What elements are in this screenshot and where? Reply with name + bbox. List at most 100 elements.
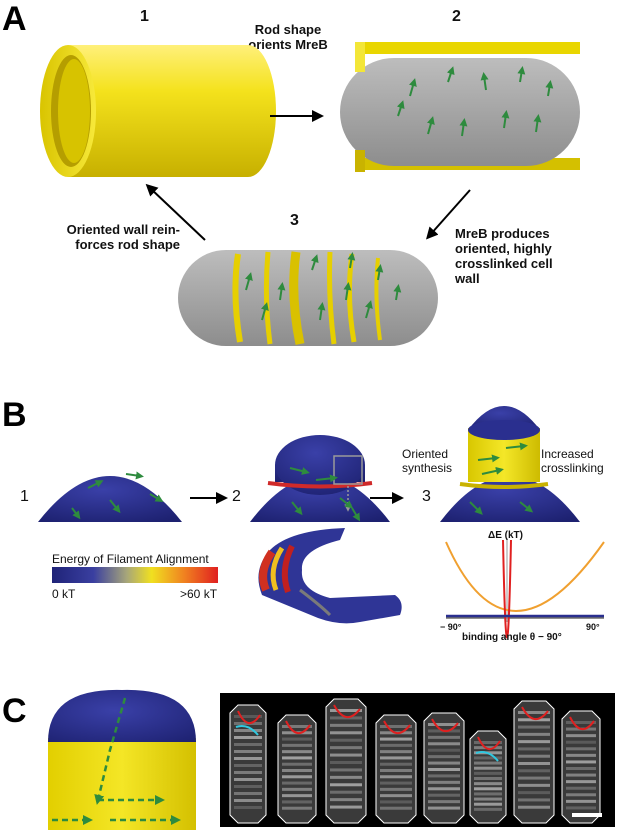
micro-texture xyxy=(330,805,362,809)
label-increased-crosslinking: Increased crosslinking xyxy=(541,447,604,475)
micro-texture xyxy=(566,747,596,751)
micro-texture xyxy=(234,764,262,767)
mreb-filament-arrow xyxy=(375,264,384,281)
panel-c-cell-model xyxy=(48,689,196,830)
micro-texture xyxy=(474,756,502,760)
panel-b-diagram xyxy=(38,406,605,639)
arrow-3-to-1 xyxy=(145,183,206,241)
panel-a-step-1: 1 xyxy=(140,8,149,25)
panel-b-step-3: 3 xyxy=(422,488,431,505)
micro-texture xyxy=(282,800,312,804)
micro-texture xyxy=(428,774,460,778)
micro-texture xyxy=(380,781,412,785)
panel-a-diagram xyxy=(40,42,580,346)
mreb-filament-arrow xyxy=(501,110,510,129)
micro-texture xyxy=(330,761,362,764)
caption-line: forces rod shape xyxy=(75,237,180,252)
micro-texture xyxy=(282,787,312,791)
mreb-arrows xyxy=(245,66,554,321)
mreb-filament-arrow xyxy=(505,442,528,451)
caption-line: oriented, highly xyxy=(455,241,552,256)
micro-texture xyxy=(428,780,460,784)
micro-texture xyxy=(518,769,550,773)
micro-texture xyxy=(234,757,262,760)
micro-texture xyxy=(518,791,550,795)
panel-b-step-1: 1 xyxy=(20,488,29,505)
panel-b-step-2: 2 xyxy=(232,488,241,505)
micro-texture xyxy=(566,780,596,784)
panel-a-letter: A xyxy=(2,0,27,38)
micro-texture xyxy=(566,806,596,810)
micro-texture xyxy=(234,799,262,802)
micro-texture xyxy=(282,743,312,747)
caption-line: wall xyxy=(455,271,480,286)
mreb-filament-arrow xyxy=(339,497,354,509)
energy-plot-xmax: 90° xyxy=(586,622,600,632)
micro-texture xyxy=(428,748,460,752)
mreb-filament-arrow xyxy=(446,66,455,83)
cell-2 xyxy=(340,42,580,172)
zoomed-sheet xyxy=(258,528,402,624)
mreb-filament-arrow xyxy=(315,474,338,483)
micro-texture xyxy=(234,778,262,781)
micro-texture xyxy=(330,753,362,757)
mreb-filament-arrow xyxy=(481,466,504,475)
micro-texture xyxy=(474,782,502,786)
micro-texture xyxy=(380,806,412,810)
mreb-filament-arrow xyxy=(277,282,286,301)
mreb-filament-arrow xyxy=(343,282,352,301)
micro-texture xyxy=(234,736,262,739)
micro-texture xyxy=(380,725,412,728)
micro-texture xyxy=(518,732,550,736)
micro-texture xyxy=(380,787,412,791)
micro-texture xyxy=(330,709,362,712)
micro-texture xyxy=(518,711,550,714)
mreb-filament-arrow xyxy=(310,254,319,271)
micro-texture xyxy=(428,761,460,765)
dome-2 xyxy=(250,435,390,522)
micro-texture xyxy=(282,756,312,760)
micro-texture xyxy=(566,773,596,777)
micro-texture xyxy=(380,800,412,804)
colorbar-max-label: >60 kT xyxy=(180,587,218,601)
panel-a-step-3: 3 xyxy=(290,212,299,229)
micro-texture xyxy=(330,783,362,787)
mreb-filament-arrow xyxy=(480,72,489,91)
micro-texture xyxy=(282,775,312,779)
micro-cell xyxy=(229,704,267,824)
mreb-filament-arrow xyxy=(519,501,534,513)
caption-line: orients MreB xyxy=(248,37,328,52)
micro-texture xyxy=(380,737,412,741)
colorbar-min-label: 0 kT xyxy=(52,587,76,601)
caption-line: crosslinked cell xyxy=(455,256,553,271)
mreb-track-red xyxy=(383,720,411,734)
mreb-filament-arrow xyxy=(393,284,402,301)
micro-texture xyxy=(518,762,550,765)
micro-texture xyxy=(474,766,502,770)
mreb-track-cyan xyxy=(235,725,259,736)
energy-plot-xlabel: binding angle θ − 90° xyxy=(462,632,562,643)
micro-texture xyxy=(282,737,312,741)
micro-texture xyxy=(380,762,412,766)
label-line: crosslinking xyxy=(541,461,604,475)
micro-texture xyxy=(234,792,262,795)
micro-texture xyxy=(428,768,460,771)
micro-texture xyxy=(330,790,362,794)
micro-texture xyxy=(234,771,262,774)
colorbar xyxy=(52,567,218,583)
micro-texture xyxy=(566,760,596,764)
mreb-track-red xyxy=(431,718,459,732)
micro-texture xyxy=(282,725,312,728)
micro-texture xyxy=(380,756,412,760)
micro-texture xyxy=(566,793,596,797)
energy-plot xyxy=(445,538,605,639)
hollow-cylinder-1 xyxy=(40,45,276,177)
micro-texture xyxy=(330,723,362,727)
micro-texture xyxy=(234,743,262,746)
caption-line: Rod shape xyxy=(254,22,322,37)
micro-texture xyxy=(330,775,362,779)
caption-line: Oriented wall rein- xyxy=(66,222,180,237)
panel-c-letter: C xyxy=(2,692,27,730)
micro-texture xyxy=(234,729,262,732)
mreb-track-cyan xyxy=(475,751,499,762)
